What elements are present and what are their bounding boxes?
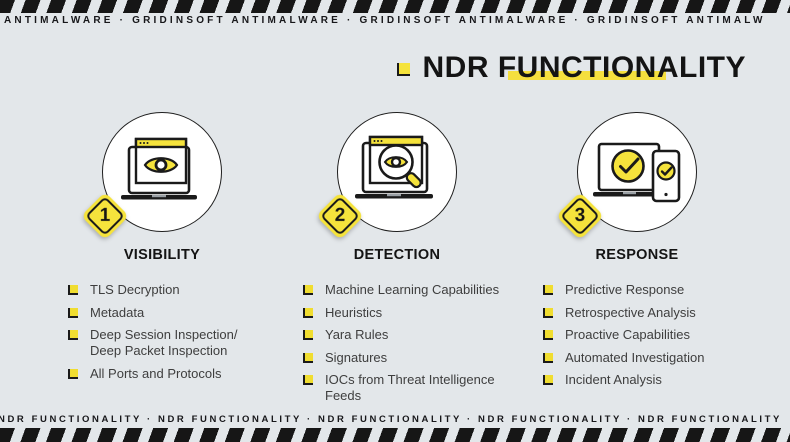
square-bullet-icon <box>68 368 78 379</box>
list-item: Yara Rules <box>303 327 517 343</box>
column-visibility: 1 VISIBILITY TLS Decryption Metadata Dee… <box>42 112 282 388</box>
list-item-label: Automated Investigation <box>565 349 705 365</box>
page-title-row: NDR FUNCTIONALITY <box>396 51 746 84</box>
step-number: 1 <box>99 205 111 226</box>
list-item: IOCs from Threat Intelligence Feeds <box>303 372 517 404</box>
detection-circle: 2 <box>315 112 457 241</box>
list-item-label: Heuristics <box>325 304 383 320</box>
square-bullet-icon <box>303 307 313 318</box>
browser-eye-icon <box>121 137 197 200</box>
list-item-label: Incident Analysis <box>565 372 662 387</box>
square-bullet-icon <box>543 330 553 340</box>
column-header-response: RESPONSE <box>595 247 679 263</box>
list-item: Incident Analysis <box>543 372 757 388</box>
step-number: 3 <box>574 205 586 226</box>
list-item: Machine Learning Capabilities <box>303 282 517 298</box>
square-bullet-icon <box>68 330 78 340</box>
step-number: 2 <box>334 205 346 226</box>
list-item-label: Machine Learning Capabilities <box>325 282 500 297</box>
square-bullet-icon <box>543 285 553 295</box>
square-bullet-icon <box>303 285 313 295</box>
list-item-label: Deep Session Inspection/ Deep Packet Ins… <box>90 327 238 358</box>
list-item-label: Predictive Response <box>565 282 685 297</box>
column-header-visibility: VISIBILITY <box>123 247 201 263</box>
page-title: NDR FUNCTIONALITY <box>422 51 746 84</box>
column-response: 3 RESPONSE Predictive Response Retrospec… <box>517 112 757 395</box>
square-bullet-icon <box>543 307 553 318</box>
list-item: Predictive Response <box>543 282 757 298</box>
square-bullet-icon <box>543 375 553 385</box>
step-badge-1: 1 <box>80 191 130 241</box>
list-item: Proactive Capabilities <box>543 327 757 343</box>
response-list: Predictive Response Retrospective Analys… <box>517 282 757 388</box>
step-badge-3: 3 <box>555 191 605 241</box>
list-item-label: Retrospective Analysis <box>565 304 696 320</box>
square-bullet-icon <box>68 307 78 318</box>
list-item-label: All Ports and Protocols <box>90 365 222 381</box>
square-bullet-icon <box>303 375 313 385</box>
list-item: Automated Investigation <box>543 350 757 366</box>
caution-stripes-bottom <box>0 428 790 442</box>
list-item: Signatures <box>303 350 517 366</box>
bottom-banner-text: NDR FUNCTIONALITY · NDR FUNCTIONALITY · … <box>0 414 782 425</box>
visibility-list: TLS Decryption Metadata Deep Session Ins… <box>42 282 282 382</box>
visibility-circle: 1 <box>80 112 222 241</box>
list-item-label: Signatures <box>325 349 388 365</box>
list-item: Deep Session Inspection/ Deep Packet Ins… <box>68 327 282 359</box>
caution-stripes-top <box>0 0 790 13</box>
list-item-label: IOCs from Threat Intelligence Feeds <box>325 372 495 403</box>
list-item-label: TLS Decryption <box>90 282 180 297</box>
response-circle: 3 <box>555 112 697 241</box>
square-bullet-icon <box>396 63 410 76</box>
list-item: TLS Decryption <box>68 282 282 298</box>
top-banner-text: ANTIMALWARE · GRIDINSOFT ANTIMALWARE · G… <box>4 15 766 26</box>
list-item-label: Metadata <box>90 304 145 320</box>
square-bullet-icon <box>68 285 78 295</box>
square-bullet-icon <box>303 352 313 363</box>
list-item-label: Yara Rules <box>325 327 389 342</box>
laptop-phone-check-icon <box>593 142 681 203</box>
list-item: Heuristics <box>303 305 517 321</box>
list-item: Metadata <box>68 305 282 321</box>
column-header-detection: DETECTION <box>353 247 441 263</box>
step-badge-2: 2 <box>315 191 365 241</box>
list-item: Retrospective Analysis <box>543 305 757 321</box>
list-item: All Ports and Protocols <box>68 366 282 382</box>
detection-list: Machine Learning Capabilities Heuristics… <box>277 282 517 404</box>
column-detection: 2 DETECTION Machine Learning Capabilitie… <box>277 112 517 411</box>
square-bullet-icon <box>303 330 313 340</box>
browser-magnifier-eye-icon <box>355 135 433 199</box>
list-item-label: Proactive Capabilities <box>565 327 691 342</box>
square-bullet-icon <box>543 352 553 363</box>
title-highlight <box>507 70 666 80</box>
